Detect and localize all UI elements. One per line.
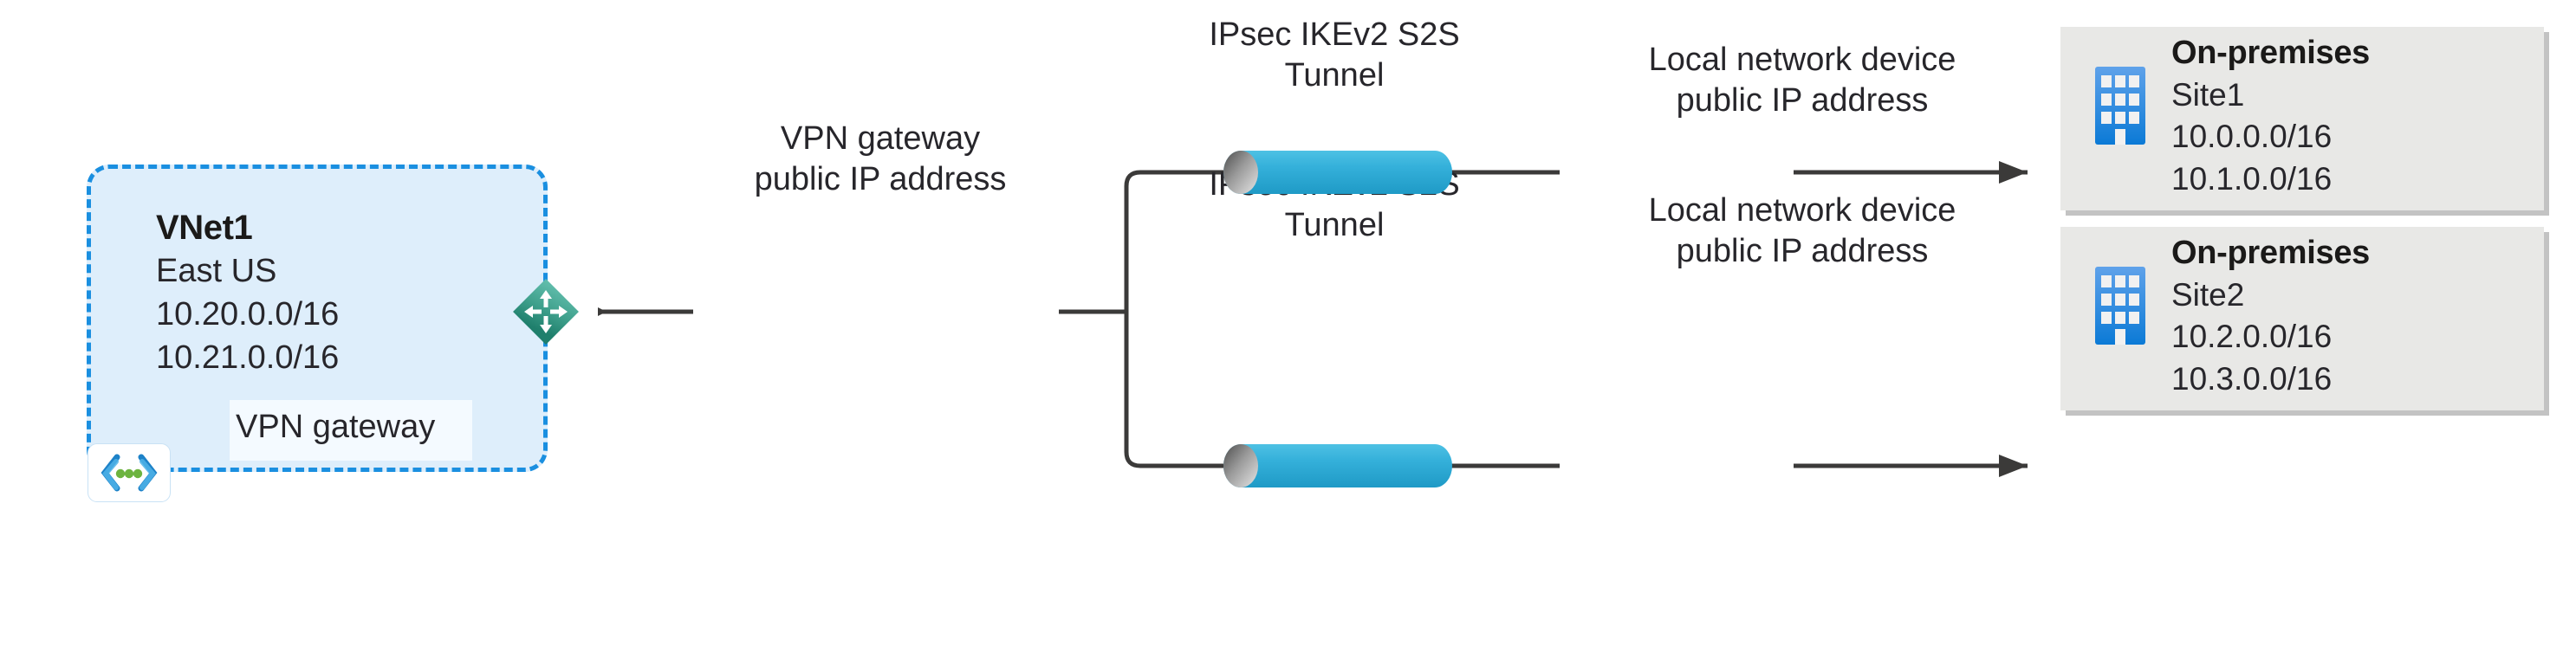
ipsec-tunnel-icon bbox=[1223, 151, 1452, 194]
ipsec-tunnel-icon bbox=[1223, 444, 1452, 487]
vnet-text-block: VNet1 East US 10.20.0.0/16 10.21.0.0/16 bbox=[156, 205, 520, 380]
tunnel-2-label-line2: Tunnel bbox=[1284, 206, 1385, 243]
on-premises-site-1-title: On-premises bbox=[2171, 35, 2371, 71]
vpn-gateway-public-ip-line1: VPN gateway bbox=[780, 120, 981, 157]
on-premises-site-2-address-1: 10.2.0.0/16 bbox=[2171, 319, 2333, 355]
vpn-gateway-label-backdrop bbox=[230, 400, 472, 461]
on-premises-site-1-name: Site1 bbox=[2171, 77, 2245, 113]
vpn-gateway-icon bbox=[513, 279, 579, 345]
office-building-icon bbox=[2095, 267, 2145, 345]
on-premises-site-1-address-2: 10.1.0.0/16 bbox=[2171, 160, 2333, 197]
vnet-region: East US bbox=[156, 253, 277, 290]
on-premises-site-1-address-1: 10.0.0.0/16 bbox=[2171, 119, 2333, 155]
office-building-icon bbox=[2095, 67, 2145, 145]
on-premises-site-2-name: Site2 bbox=[2171, 277, 2245, 313]
vnet-address-space-1: 10.20.0.0/16 bbox=[156, 296, 340, 333]
tunnel-1-label-line2: Tunnel bbox=[1284, 56, 1385, 94]
on-premises-site-2: On-premises Site2 10.2.0.0/16 10.3.0.0/1… bbox=[2060, 227, 2544, 410]
tunnel-1-label: IPsec IKEv2 S2S Tunnel bbox=[1131, 15, 1538, 95]
vpn-gateway-label: VPN gateway bbox=[236, 409, 436, 445]
on-premises-site-1-text: On-premises Site1 10.0.0.0/16 10.1.0.0/1… bbox=[2171, 32, 2370, 200]
local-network-device-1-line1: Local network device bbox=[1648, 42, 1956, 78]
vpn-gateway-public-ip-line2: public IP address bbox=[754, 160, 1007, 197]
azure-virtual-network-icon bbox=[88, 443, 171, 502]
vnet-name: VNet1 bbox=[156, 209, 253, 247]
on-premises-site-2-address-2: 10.3.0.0/16 bbox=[2171, 360, 2333, 397]
vnet-address-space-2: 10.21.0.0/16 bbox=[156, 339, 340, 376]
on-premises-site-2-title: On-premises bbox=[2171, 235, 2371, 271]
local-network-device-2-label: Local network device public IP address bbox=[1594, 190, 2010, 271]
local-network-device-1-label: Local network device public IP address bbox=[1594, 40, 2010, 120]
local-network-device-1-line2: public IP address bbox=[1676, 81, 1929, 119]
tunnel-1-label-line1: IPsec IKEv2 S2S bbox=[1209, 16, 1460, 53]
on-premises-site-2-text: On-premises Site2 10.2.0.0/16 10.3.0.0/1… bbox=[2171, 232, 2370, 400]
local-network-device-2-line1: Local network device bbox=[1648, 192, 1956, 229]
local-network-device-2-line2: public IP address bbox=[1676, 232, 1929, 269]
vpn-gateway-public-ip-label: VPN gateway public IP address bbox=[707, 119, 1054, 199]
on-premises-site-1: On-premises Site1 10.0.0.0/16 10.1.0.0/1… bbox=[2060, 27, 2544, 210]
